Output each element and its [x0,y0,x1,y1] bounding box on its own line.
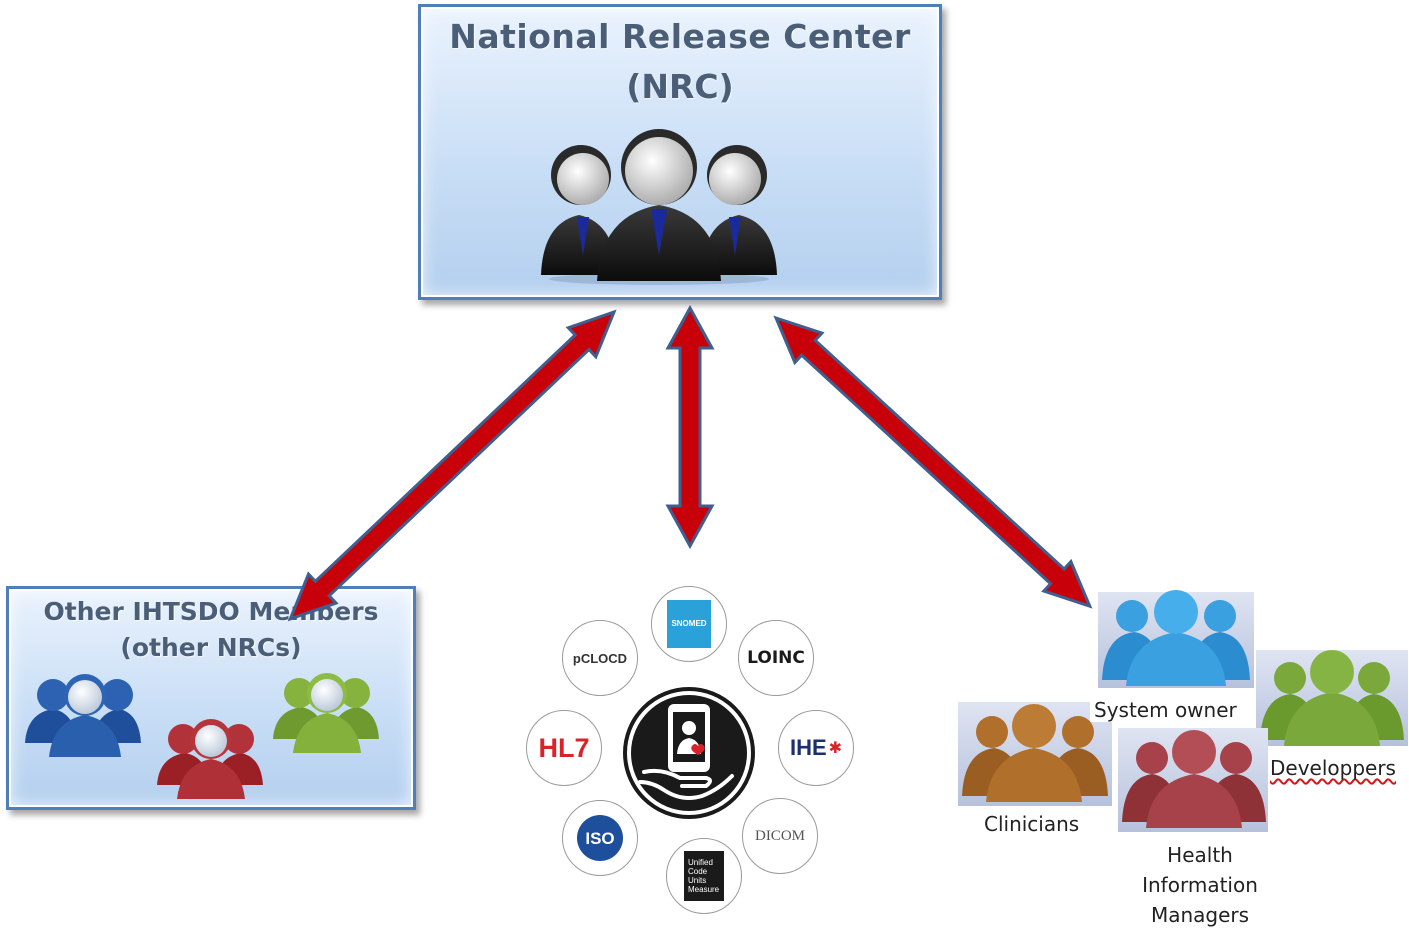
ucum-line-2: Code [688,866,708,876]
dicom-label: DICOM [754,827,805,844]
iso-label: ISO [585,828,615,848]
arrow-nrc-members [287,309,617,622]
him-label: Health Information Managers [1120,840,1280,930]
system-owner-label: System owner [1090,698,1241,722]
arrow-nrc-standards [665,304,715,550]
hl7-label: HL7 [538,732,590,763]
developers-icon [1256,650,1408,746]
ihe-logo: IHE ✱ [778,710,854,786]
clinicians-label: Clinicians [984,812,1080,836]
pclocd-label: pCLOCD [572,650,628,666]
ucum-line-4: Measure [688,885,720,895]
clinicians-icon [958,702,1112,806]
him-label-line-2: Information [1142,873,1258,897]
pclocd-logo: pCLOCD [562,620,638,696]
snomed-logo: SNOMED [651,586,727,662]
loinc-logo: LOINC [738,620,814,696]
hl7-logo: HL7 [526,710,602,786]
members-subtitle: (other NRCs) [120,633,302,662]
ucum-logo: Unified Code Units Measure [666,838,742,914]
nrc-box: National Release Center (NRC) [418,4,942,300]
mobile-health-icon [623,687,755,819]
ucum-line-1: Unified [688,857,713,867]
maple-leaf-icon: ✱ [828,740,843,757]
nrc-subtitle: (NRC) [626,67,734,106]
snomed-label: SNOMED [671,619,707,628]
nrc-title: National Release Center [449,17,911,56]
him-label-line-1: Health [1167,843,1233,867]
loinc-label: LOINC [747,647,805,668]
dicom-logo: DICOM [742,798,818,874]
members-groups-icon [25,673,379,799]
him-label-line-3: Managers [1150,903,1250,927]
ucum-line-3: Units [688,876,707,885]
system-owner-icon [1098,590,1254,688]
other-members-box: Other IHTSDO Members (other NRCs) [6,586,416,810]
ihe-label: IHE [789,735,827,760]
iso-logo: ISO [562,800,638,876]
him-icon [1118,728,1268,832]
nrc-people-icon [541,129,777,285]
arrow-nrc-stakeholders [773,315,1093,609]
developers-label: Developpers [1268,756,1398,780]
